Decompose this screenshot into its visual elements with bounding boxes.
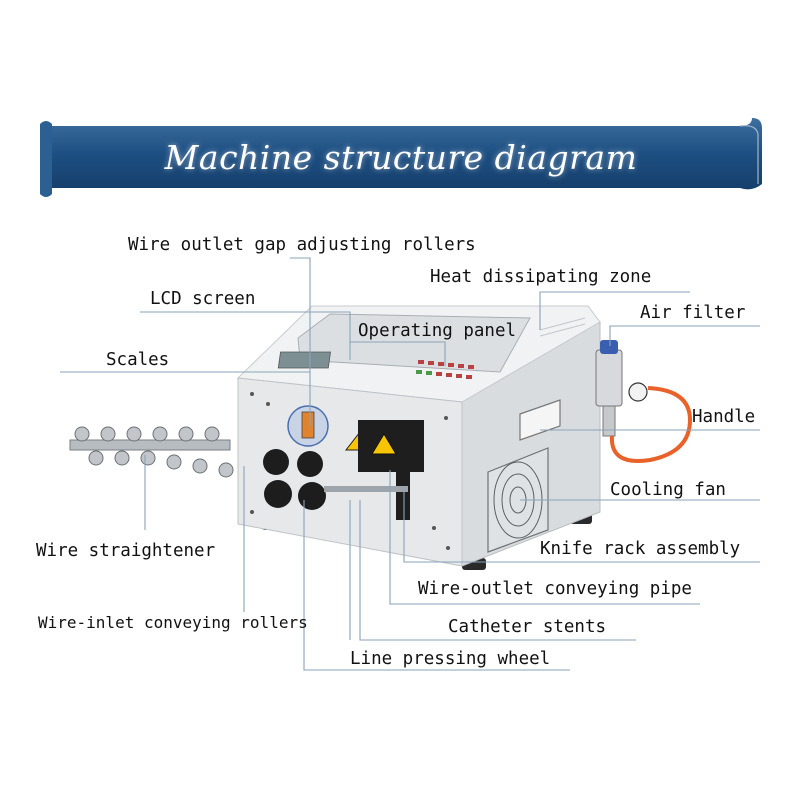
label-lcd-screen: LCD screen xyxy=(150,289,256,309)
diagram-title: Machine structure diagram xyxy=(164,137,638,177)
cooling-fan-grille xyxy=(487,447,549,553)
label-air-filter: Air filter xyxy=(640,303,746,323)
label-operating-panel: Operating panel xyxy=(358,321,517,341)
leader-operating-panel xyxy=(350,341,446,366)
leader-lines xyxy=(60,257,760,671)
wire-guide-rail xyxy=(324,486,408,492)
wire-straightener xyxy=(69,426,234,478)
leader-air-filter xyxy=(609,325,760,346)
roller xyxy=(264,480,292,508)
keypad xyxy=(416,360,474,379)
lcd-screen xyxy=(277,351,331,369)
label-wire-outlet-conveying-pipe: Wire-outlet conveying pipe xyxy=(418,579,692,599)
leader-heat-dissipating-zone xyxy=(539,291,690,330)
roller xyxy=(298,482,326,510)
front-screws xyxy=(250,392,450,550)
roller xyxy=(263,449,289,475)
label-line-pressing-wheel: Line pressing wheel xyxy=(350,649,551,669)
label-wire-outlet-gap-rollers: Wire outlet gap adjusting rollers xyxy=(128,235,476,255)
label-catheter-stents: Catheter stents xyxy=(448,617,607,637)
label-heat-dissipating-zone: Heat dissipating zone xyxy=(430,267,652,287)
heat-vents xyxy=(539,317,586,337)
roller xyxy=(297,451,323,477)
leader-wire-outlet-pipe xyxy=(389,470,700,605)
label-cooling-fan: Cooling fan xyxy=(610,480,726,500)
label-wire-straightener: Wire straightener xyxy=(36,541,216,561)
leader-lcd-screen xyxy=(140,311,351,360)
air-filter-bowl xyxy=(602,405,616,437)
air-filter-knob xyxy=(600,340,618,354)
leader-line-pressing-wheel xyxy=(303,500,570,671)
leader-catheter-stents xyxy=(359,500,636,641)
label-scales: Scales xyxy=(106,350,170,370)
label-knife-rack-assembly: Knife rack assembly xyxy=(540,539,741,559)
air-filter-body xyxy=(595,349,623,407)
handle xyxy=(519,399,561,441)
knife-warning-label xyxy=(371,433,397,455)
air-hose xyxy=(609,386,693,463)
label-handle: Handle xyxy=(692,407,756,427)
pressure-gauge xyxy=(628,382,648,402)
leader-knife-rack-assembly xyxy=(403,490,760,563)
title-banner xyxy=(40,118,762,197)
leader-wire-outlet-gap-rollers xyxy=(290,257,311,426)
label-wire-inlet-conveying-rollers: Wire-inlet conveying rollers xyxy=(38,613,308,632)
knife-rack-assembly xyxy=(396,472,410,520)
gap-adjust-window xyxy=(301,411,315,439)
